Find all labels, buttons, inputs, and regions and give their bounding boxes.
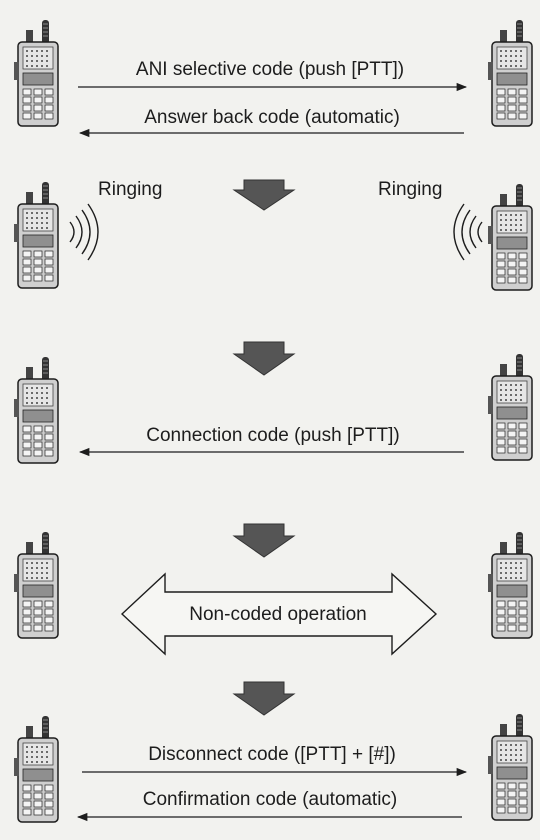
- radio-right-5-icon: [487, 713, 533, 821]
- radio-left-3-icon: [13, 356, 59, 464]
- answer-back-code-label: Answer back code (automatic): [144, 107, 400, 128]
- flow-down-arrow-1: [232, 179, 296, 211]
- flow-down-arrow-2: [232, 341, 296, 376]
- radio-left-5-icon: [13, 715, 59, 823]
- radio-left-1-icon: [13, 19, 59, 127]
- confirmation-code-label: Confirmation code (automatic): [142, 789, 398, 810]
- ringing-waves-left-icon: [69, 203, 99, 261]
- non-coded-double-arrow: [120, 572, 438, 656]
- radio-left-2-icon: [13, 181, 59, 289]
- radio-right-2-icon: [487, 183, 533, 291]
- flow-down-arrow-3: [232, 523, 296, 558]
- radio-left-4-icon: [13, 531, 59, 639]
- ringing-left-label: Ringing: [98, 179, 163, 200]
- ringing-waves-right-icon: [453, 203, 483, 261]
- radio-right-4-icon: [487, 531, 533, 639]
- radio-right-3-icon: [487, 353, 533, 461]
- non-coded-operation-label: Non-coded operation: [189, 604, 367, 625]
- ani-selective-code-label: ANI selective code (push [PTT]): [135, 59, 405, 80]
- ringing-right-label: Ringing: [378, 179, 443, 200]
- flow-down-arrow-4: [232, 681, 296, 716]
- radio-right-1-icon: [487, 19, 533, 127]
- disconnect-code-label: Disconnect code ([PTT] + [#]): [148, 744, 396, 765]
- connection-code-label: Connection code (push [PTT]): [146, 425, 400, 446]
